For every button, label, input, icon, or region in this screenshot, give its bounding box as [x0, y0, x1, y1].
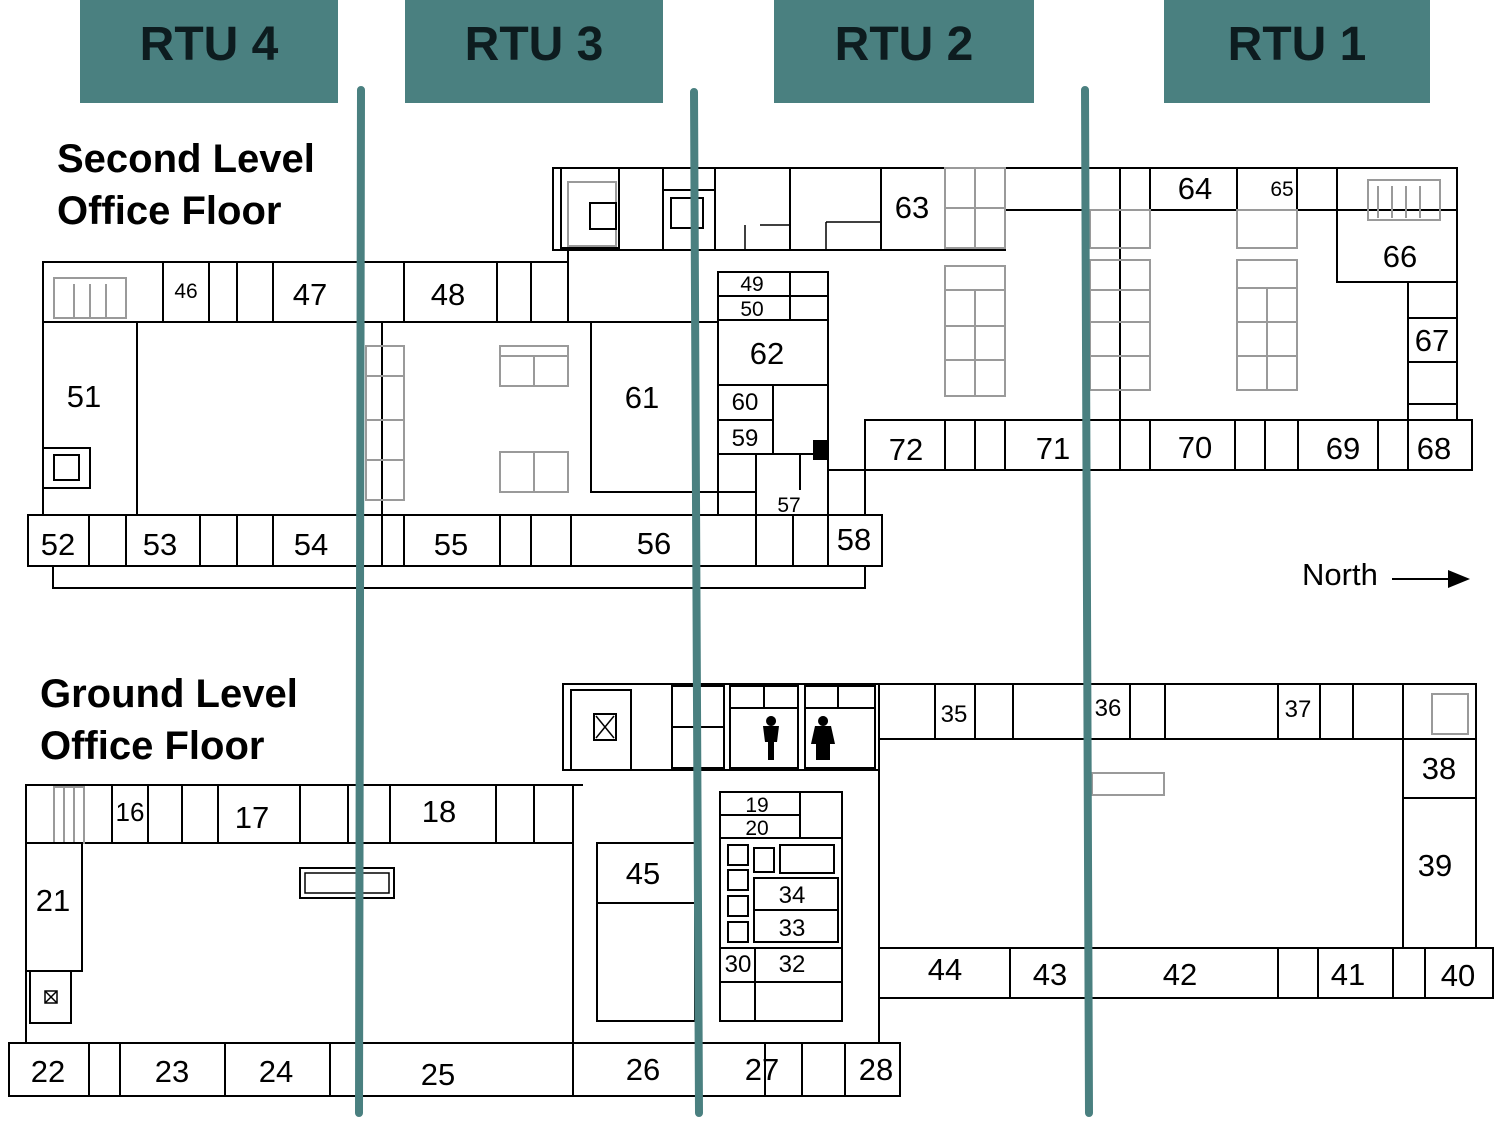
room-51: 51: [67, 379, 101, 414]
room-68: 68: [1417, 431, 1451, 466]
rtu-4-label: RTU 4: [140, 18, 279, 71]
rtu-zone-dividers: [355, 86, 1093, 1117]
second-level-plan: [27, 167, 1473, 589]
room-37: 37: [1285, 696, 1312, 723]
room-38: 38: [1422, 751, 1456, 786]
rtu-divider-3-2: [690, 88, 703, 1117]
room-28: 28: [859, 1052, 893, 1087]
room-35: 35: [941, 701, 968, 728]
room-61: 61: [625, 380, 659, 415]
room-27: 27: [745, 1052, 779, 1087]
room-57: 57: [777, 494, 800, 517]
room-44: 44: [928, 952, 962, 987]
room-59: 59: [732, 425, 759, 452]
room-49: 49: [740, 273, 763, 296]
north-label: North: [1302, 557, 1378, 592]
ground-level-heading-line2: Office Floor: [40, 724, 264, 768]
room-69: 69: [1326, 431, 1360, 466]
rtu-2-label: RTU 2: [835, 18, 974, 71]
room-20: 20: [745, 817, 768, 840]
rtu-1-label: RTU 1: [1228, 18, 1367, 71]
room-21: 21: [36, 883, 70, 918]
ground-level-heading-line1: Ground Level: [40, 672, 298, 716]
rtu-divider-4-3: [355, 86, 365, 1117]
rtu-4-box: [80, 0, 338, 103]
second-level-room-labels: 46 47 48 49 50 51 52 53 54 55 56 57 58 5…: [41, 171, 1451, 562]
room-22: 22: [31, 1054, 65, 1089]
room-32: 32: [779, 951, 806, 978]
room-71: 71: [1036, 431, 1070, 466]
rtu-3-label: RTU 3: [465, 18, 604, 71]
room-64: 64: [1178, 171, 1212, 206]
room-67: 67: [1415, 323, 1449, 358]
room-39: 39: [1418, 848, 1452, 883]
room-63: 63: [895, 190, 929, 225]
room-52: 52: [41, 527, 75, 562]
rtu-1-box: [1164, 0, 1430, 103]
room-34: 34: [779, 882, 806, 909]
second-level-heading-line1: Second Level: [57, 137, 315, 181]
room-25: 25: [421, 1057, 455, 1092]
rtu-2-box: [774, 0, 1034, 103]
room-19: 19: [745, 794, 768, 817]
room-72: 72: [889, 432, 923, 467]
room-24: 24: [259, 1054, 293, 1089]
room-55: 55: [434, 527, 468, 562]
room-36: 36: [1095, 695, 1122, 722]
room-56: 56: [637, 526, 671, 561]
room-46: 46: [174, 280, 197, 303]
room-16: 16: [116, 797, 145, 827]
room-62: 62: [750, 336, 784, 371]
room-45: 45: [626, 856, 660, 891]
room-40: 40: [1441, 958, 1475, 993]
north-arrow: North: [1302, 557, 1470, 592]
room-42: 42: [1163, 957, 1197, 992]
room-33: 33: [779, 915, 806, 942]
room-65: 65: [1270, 178, 1293, 201]
room-58: 58: [837, 522, 871, 557]
room-47: 47: [293, 277, 327, 312]
rtu-headers: RTU 4 RTU 3 RTU 2 RTU 1: [80, 0, 1430, 103]
room-54: 54: [294, 527, 328, 562]
room-70: 70: [1178, 430, 1212, 465]
room-48: 48: [431, 277, 465, 312]
room-18: 18: [422, 794, 456, 829]
room-23: 23: [155, 1054, 189, 1089]
rtu-divider-2-1: [1081, 86, 1093, 1117]
room-30: 30: [725, 951, 752, 978]
room-43: 43: [1033, 957, 1067, 992]
north-arrow-icon: [1448, 570, 1470, 588]
room-17: 17: [235, 800, 269, 835]
second-level-heading-line2: Office Floor: [57, 189, 281, 233]
room-50: 50: [740, 298, 763, 321]
room-66: 66: [1383, 239, 1417, 274]
rtu-3-box: [405, 0, 663, 103]
room-60: 60: [732, 389, 759, 416]
room-53: 53: [143, 527, 177, 562]
room-41: 41: [1331, 957, 1365, 992]
room-26: 26: [626, 1052, 660, 1087]
ground-level-room-labels: 16 17 18 19 20 21 22 23 24 25 26 27 28 3…: [31, 695, 1475, 1092]
